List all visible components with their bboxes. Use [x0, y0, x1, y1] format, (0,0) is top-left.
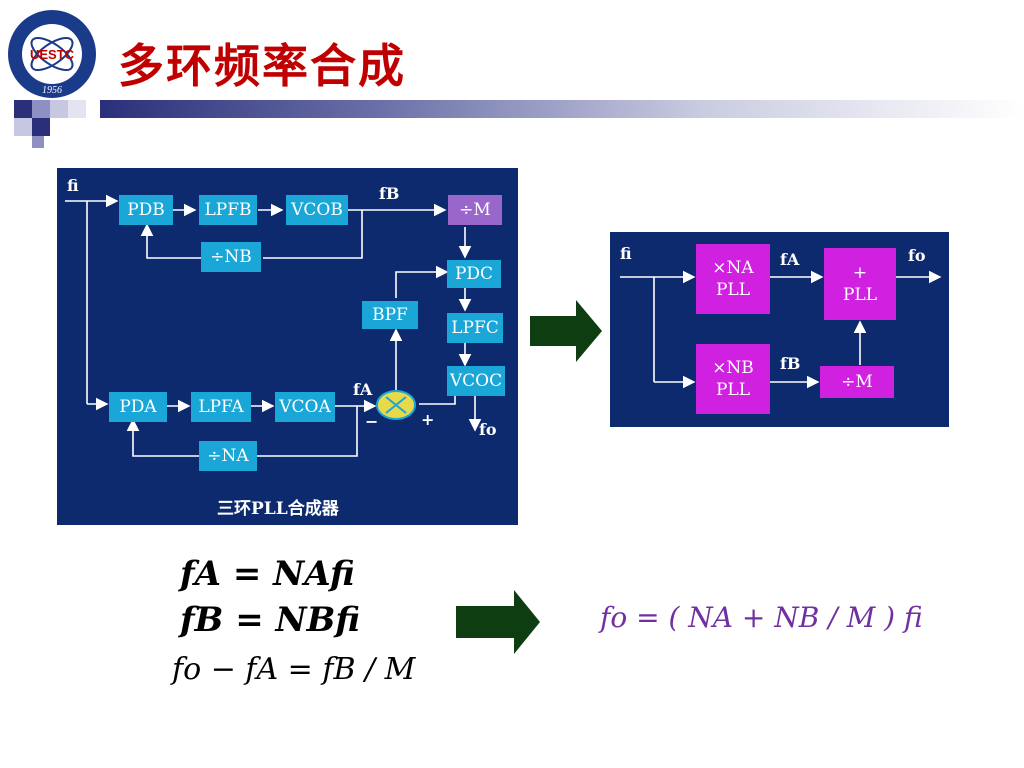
- right-signal-fi: fi: [620, 244, 632, 263]
- sum-pll-plus: +: [852, 263, 868, 283]
- pd-b-block: PDB: [119, 195, 173, 225]
- three-loop-pll-diagram: PDB LPFB VCOB ÷NB ÷M PDC BPF LPFC VCOC P…: [57, 168, 518, 525]
- result-equation: fo = ( NA + NB / M ) fi: [600, 601, 923, 634]
- simplified-pll-diagram: ×NA PLL ×NB PLL + PLL ÷M fi fA fo fB: [610, 232, 949, 427]
- sum-pll-label: PLL: [842, 285, 878, 305]
- equation-fo-difference: fo − fA = fB / M: [172, 652, 416, 687]
- divide-na-block: ÷NA: [199, 441, 257, 471]
- arrow-right-icon-bottom: [456, 590, 540, 654]
- arrow-right-icon-top: [530, 300, 602, 362]
- pd-a-block: PDA: [109, 392, 167, 422]
- diagram-caption: 三环PLL合成器: [217, 499, 339, 519]
- lpf-a-block: LPFA: [191, 392, 251, 422]
- pll-b-block: ×NB PLL: [696, 344, 770, 414]
- right-signal-fb: fB: [780, 354, 801, 373]
- logo-text: UESTC: [30, 47, 75, 62]
- sum-pll-block: + PLL: [824, 248, 896, 320]
- divide-m-block: ÷M: [448, 195, 502, 225]
- vco-a-block: VCOA: [275, 392, 335, 422]
- logo-year: 1956: [42, 85, 62, 96]
- pll-b-label: PLL: [715, 380, 751, 400]
- pll-a-block: ×NA PLL: [696, 244, 770, 314]
- pd-c-block: PDC: [447, 260, 501, 288]
- divide-m-block-right: ÷M: [820, 366, 894, 398]
- mixer-plus-sign: +: [421, 410, 435, 429]
- pll-a-label: PLL: [715, 280, 751, 300]
- signal-fi-label: fi: [67, 176, 79, 195]
- header-decor-squares: [0, 100, 100, 148]
- right-signal-fo: fo: [908, 246, 926, 265]
- signal-fo-label: fo: [479, 420, 497, 439]
- divide-nb-block: ÷NB: [201, 242, 261, 272]
- signal-fb-label: fB: [379, 184, 400, 203]
- vco-b-block: VCOB: [286, 195, 348, 225]
- right-diagram-wires: [620, 270, 942, 389]
- uestc-logo: UESTC 1956: [6, 8, 98, 100]
- bpf-block: BPF: [362, 301, 418, 329]
- equation-fb: fB = NBfi: [180, 600, 361, 640]
- signal-fa-label: fA: [353, 380, 373, 399]
- equation-fa: fA = NAfi: [180, 554, 355, 594]
- vco-c-block: VCOC: [447, 366, 505, 396]
- header-gradient-bar: [100, 100, 1024, 118]
- lpf-c-block: LPFC: [447, 313, 503, 343]
- slide-title: 多环频率合成: [118, 39, 406, 93]
- pll-b-multiplier: ×NB: [712, 358, 754, 378]
- lpf-b-block: LPFB: [199, 195, 257, 225]
- right-signal-fa: fA: [780, 250, 800, 269]
- mixer-minus-sign: −: [365, 412, 379, 431]
- left-diagram-wires: [65, 194, 482, 457]
- pll-a-multiplier: ×NA: [712, 258, 754, 278]
